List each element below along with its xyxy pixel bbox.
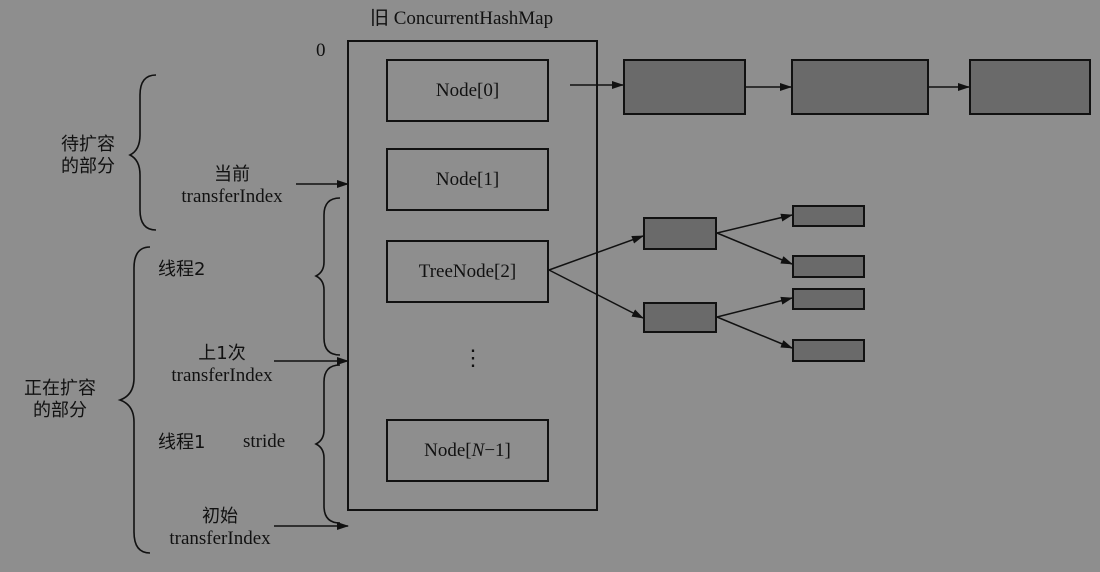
label-last-transfer: transferIndex: [171, 365, 273, 386]
node-last-prefix: Node[: [424, 439, 472, 461]
tree-node-2: TreeNode[2]: [386, 240, 549, 303]
tree-child-a: [643, 217, 717, 250]
node-0: Node[0]: [386, 59, 549, 122]
node-1: Node[1]: [386, 148, 549, 211]
label-current: 当前: [214, 164, 250, 185]
tree-leaf-4: [792, 339, 865, 362]
label-expanding-line1: 正在扩容: [24, 378, 96, 399]
label-initial-index: 初始 transferIndex: [150, 506, 290, 550]
hashmap-table: [347, 40, 598, 511]
label-initial: 初始: [202, 506, 238, 527]
arrow-tree-a-1: [716, 213, 793, 234]
node-last-var: N: [471, 439, 485, 461]
list-node-3: [969, 59, 1091, 115]
list-node-2: [791, 59, 929, 115]
list-node-1: [623, 59, 746, 115]
label-current-transfer: transferIndex: [181, 186, 283, 207]
label-thread1: 线程1: [158, 432, 206, 453]
arrow-tree-root-left: [548, 235, 644, 271]
arrow-tree-b-2: [716, 316, 793, 349]
label-expanding-group: 正在扩容 的部分: [14, 378, 106, 422]
label-stride: stride: [243, 431, 286, 452]
tree-leaf-1: [792, 205, 865, 227]
ellipsis: ⋮: [462, 345, 484, 370]
arrow-tree-root-right: [548, 269, 644, 319]
index-zero: 0: [316, 40, 326, 61]
brace-thread2: [314, 197, 341, 356]
tree-leaf-2: [792, 255, 865, 278]
tree-child-b: [643, 302, 717, 333]
label-thread2: 线程2: [158, 259, 206, 280]
label-last-index: 上1次 transferIndex: [152, 343, 292, 387]
label-expanding-line2: 的部分: [33, 400, 87, 421]
label-pending-group: 待扩容 的部分: [48, 134, 128, 178]
brace-expanding: [117, 246, 151, 554]
brace-pending: [128, 74, 157, 231]
diagram-title: 旧 ConcurrentHashMap: [370, 8, 554, 29]
node-last-suffix: −1]: [484, 439, 511, 461]
label-pending-line2: 的部分: [61, 156, 115, 177]
label-pending-line1: 待扩容: [61, 134, 115, 155]
label-initial-transfer: transferIndex: [169, 528, 271, 549]
label-current-index: 当前 transferIndex: [162, 164, 302, 208]
brace-thread1: [314, 364, 341, 524]
node-last: Node[N−1]: [386, 419, 549, 482]
arrow-tree-b-1: [716, 296, 793, 318]
label-last: 上1次: [198, 343, 246, 364]
arrow-tree-a-2: [716, 232, 793, 265]
tree-leaf-3: [792, 288, 865, 310]
